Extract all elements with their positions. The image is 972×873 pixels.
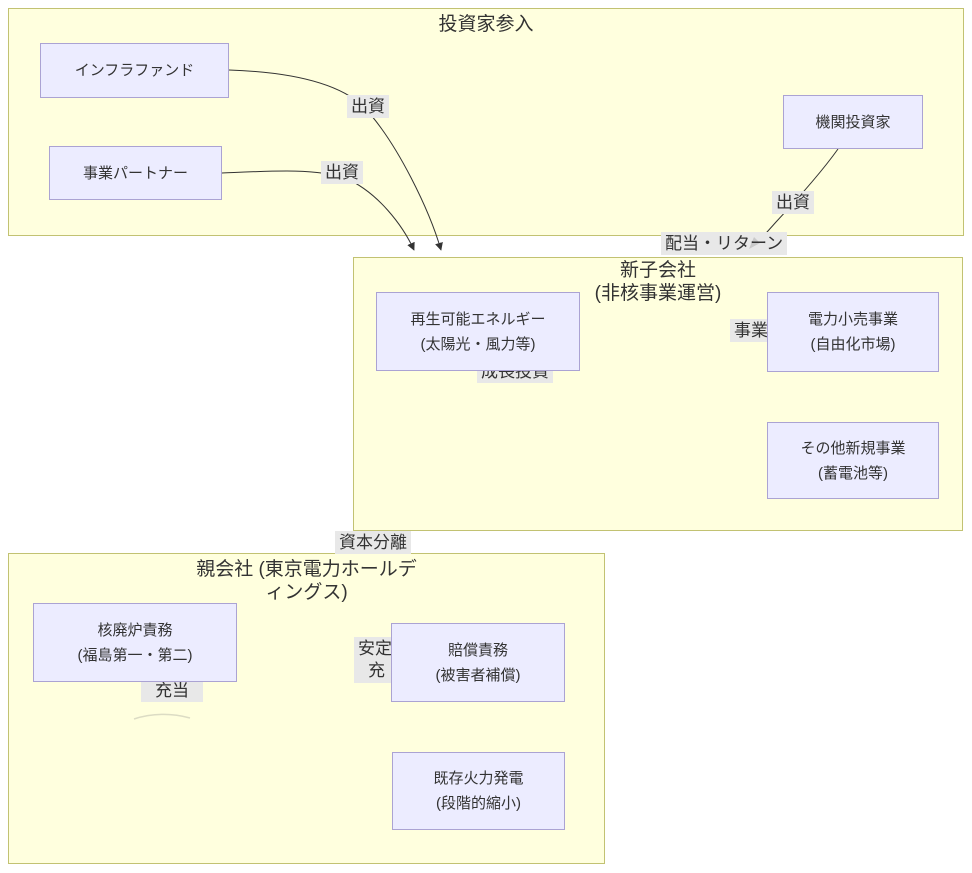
edge-label-stable-line2: 充 <box>368 661 385 680</box>
edge-infra-fund-to-newco <box>228 69 443 251</box>
edge-biz-partner-to-newco <box>221 170 415 251</box>
edge-label-invest-2: 出資 <box>321 161 363 184</box>
node-infra-fund: インフラファンド <box>40 43 229 98</box>
node-power-retail: 電力小売事業 (自由化市場) <box>767 292 939 372</box>
edge-label-invest-3: 出資 <box>772 191 814 214</box>
node-biz-partner-label: 事業パートナー <box>82 164 188 182</box>
node-renewable-energy: 再生可能エネルギー (太陽光・風力等) <box>376 292 580 371</box>
node-thermal-power-line1: 既存火力発電 <box>433 770 524 787</box>
node-power-retail-line1: 電力小売事業 <box>807 311 898 328</box>
cluster-new-subsidiary-title-line1: 新子会社 <box>619 260 696 281</box>
node-inst-investor: 機関投資家 <box>783 95 923 149</box>
node-power-retail-line2: (自由化市場) <box>810 336 896 353</box>
cluster-parent-company-title-line1: 親会社 (東京電力ホールデ <box>196 559 417 580</box>
node-renewable-energy-line2: (太陽光・風力等) <box>420 335 536 353</box>
node-decommission-duty-line2: (福島第一・第二) <box>77 646 193 664</box>
edge-label-stable-line1: 安定 <box>358 639 392 658</box>
node-thermal-power-line2: (段階的縮小) <box>436 795 521 812</box>
node-other-new-business: その他新規事業 (蓄電池等) <box>767 422 939 499</box>
node-other-new-business-line1: その他新規事業 <box>800 439 906 457</box>
node-compensation-duty: 賠償責務 (被害者補償) <box>391 623 565 702</box>
edge-label-business: 事業 <box>730 319 772 342</box>
node-infra-fund-label: インフラファンド <box>74 62 195 79</box>
cluster-investors-title: 投資家参入 <box>438 14 534 35</box>
node-decommission-duty: 核廃炉責務 (福島第一・第二) <box>33 603 237 682</box>
node-renewable-energy-line1: 再生可能エネルギー <box>410 310 546 328</box>
node-other-new-business-line2: (蓄電池等) <box>818 464 888 482</box>
node-thermal-power: 既存火力発電 (段階的縮小) <box>392 752 565 830</box>
cluster-new-subsidiary-title-line2: (非核事業運営) <box>594 283 722 304</box>
cluster-parent-company-title-line2: ィングス) <box>265 582 348 603</box>
edge-faint-allocation <box>133 713 191 720</box>
node-inst-investor-label: 機関投資家 <box>815 113 891 131</box>
node-compensation-duty-line2: (被害者補償) <box>435 666 521 684</box>
node-decommission-duty-line1: 核廃炉責務 <box>97 621 173 639</box>
node-compensation-duty-line1: 賠償責務 <box>447 641 508 659</box>
edge-label-capital-separation: 資本分離 <box>335 531 411 554</box>
node-biz-partner: 事業パートナー <box>49 146 222 200</box>
edge-label-invest-1: 出資 <box>347 95 389 118</box>
edge-label-allocation: 充当 <box>141 679 203 702</box>
edge-label-dividend-return: 配当・リターン <box>661 232 788 255</box>
faint-arrowhead-icon <box>749 237 760 249</box>
